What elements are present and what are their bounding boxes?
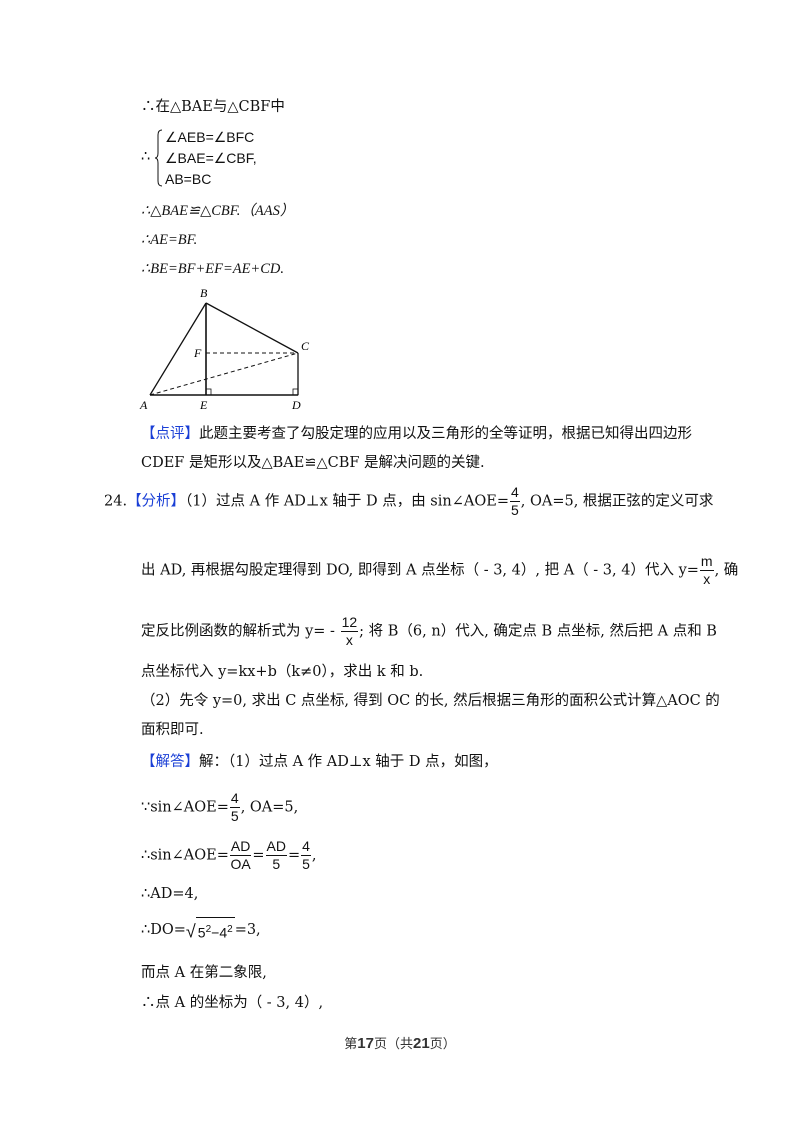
review-label: 【点评】 (141, 426, 199, 442)
proof-line-be: ∴BE=BF+EF=AE+CD. (141, 261, 284, 277)
q24-analysis-line-5: （2）先令 y=0, 求出 C 点坐标, 得到 OC 的长, 然后根据三角形的面… (141, 693, 720, 709)
page-footer: 第17页（共21页） (344, 1035, 456, 1052)
review-line-1: 【点评】此题主要考查了勾股定理的应用以及三角形的全等证明，根据已知得出四边形 (141, 426, 692, 442)
label-B: B (200, 286, 208, 300)
answer-label: 【解答】 (141, 754, 199, 770)
q24-answer-line-6: 而点 A 在第二象限, (141, 965, 267, 981)
q24-answer-line-4: ∴AD=4, (141, 886, 199, 902)
label-E: E (199, 398, 208, 412)
therefore-symbol: ∴ (141, 149, 151, 165)
proof-line-congruent: ∴△BAE≌△CBF.（AAS） (141, 203, 295, 219)
sqrt-expression: √52−42 (186, 917, 235, 943)
proof-line-triangles: ∴在△BAE与△CBF中 (141, 99, 285, 115)
label-D: D (291, 398, 301, 412)
q24-analysis-line-2: 出 AD, 再根据勾股定理得到 DO, 即得到 A 点坐标（ - 3, 4）, … (141, 553, 739, 587)
label-F: F (193, 346, 202, 360)
q24-analysis-line-6: 面积即可. (141, 722, 204, 738)
system-eq-3: AB=BC (165, 171, 212, 187)
q24-answer-line-7: ∴点 A 的坐标为（ - 3, 4）, (141, 995, 324, 1011)
label-A: A (139, 398, 148, 412)
analysis-label: 【分析】 (127, 493, 186, 510)
proof-line-ae-bf: ∴AE=BF. (141, 232, 198, 248)
system-eq-2: ∠BAE=∠CBF, (165, 150, 257, 166)
label-C: C (301, 339, 310, 353)
brace-icon (155, 129, 163, 187)
geometry-figure: B C F A E D (139, 286, 310, 412)
system-eq-1: ∠AEB=∠BFC (165, 129, 255, 145)
page-total: 21 (413, 1035, 430, 1052)
question-number: 24. (104, 493, 128, 510)
q24-analysis-line-4: 点坐标代入 y=kx+b（k≠0），求出 k 和 b. (141, 664, 424, 680)
review-line-2: CDEF 是矩形以及△BAE≌△CBF 是解决问题的关键. (141, 455, 485, 471)
page-number: 17 (357, 1035, 374, 1052)
q24-analysis-line-1: 24.【分析】（1）过点 A 作 AD⊥x 轴于 D 点，由 sin∠AOE=4… (104, 484, 714, 518)
q24-answer-line-1: 【解答】解：（1）过点 A 作 AD⊥x 轴于 D 点，如图， (141, 754, 498, 770)
q24-answer-line-5: ∴DO=√52−42=3, (141, 917, 261, 943)
